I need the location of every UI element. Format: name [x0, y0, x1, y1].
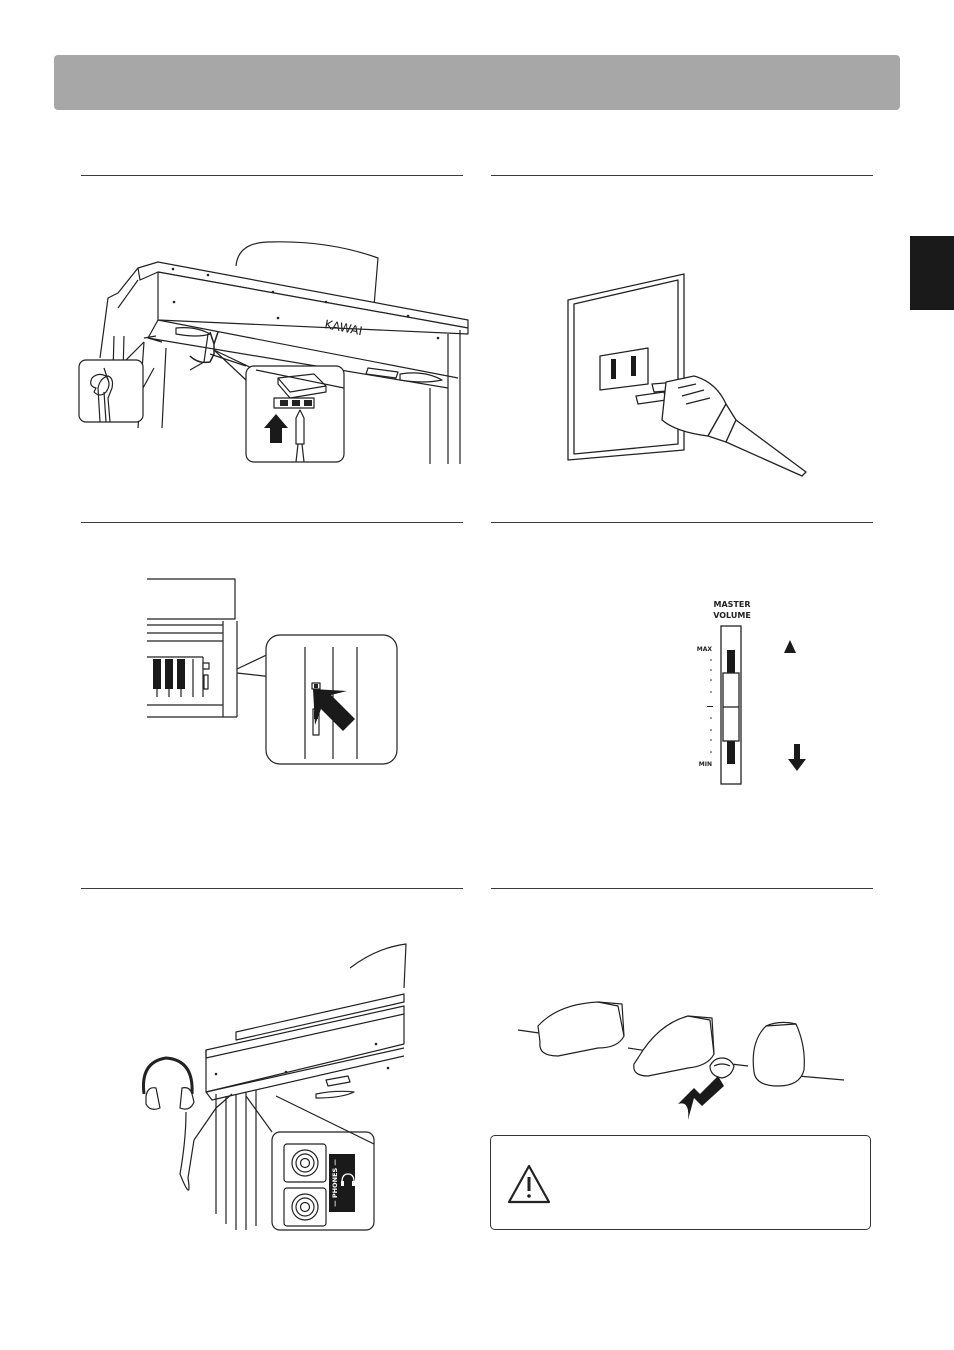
- master-volume-illustration: MASTER VOLUME MAX MIN: [697, 600, 806, 785]
- power-cable-illustration: KAWAI: [78, 241, 469, 464]
- up-arrow-icon: [784, 640, 796, 667]
- page-header-bar: [54, 55, 900, 110]
- section-rule-headphones: [81, 888, 463, 889]
- pedal-adjuster-illustration: [517, 1001, 845, 1120]
- headphone-icon: [141, 1056, 233, 1191]
- section-rule-power-button: [81, 522, 463, 523]
- push-arrow-icon: [313, 689, 355, 731]
- section-rule-volume: [491, 522, 873, 523]
- master-volume-label-line1: MASTER: [714, 600, 751, 609]
- volume-min-label: MIN: [699, 761, 712, 768]
- wall-outlet-illustration: [567, 273, 807, 477]
- down-arrow-icon: [788, 744, 806, 771]
- language-side-tab: [910, 236, 954, 310]
- volume-max-label: MAX: [697, 646, 713, 653]
- section-rule-power-outlet: [491, 175, 873, 176]
- push-arrow-icon: [678, 1076, 724, 1120]
- master-volume-label-line2: VOLUME: [713, 611, 751, 620]
- phones-label: — PHONES —: [331, 1159, 339, 1207]
- power-button-illustration: [147, 578, 398, 765]
- up-arrow-icon: [264, 414, 288, 443]
- warning-icon: [507, 1164, 551, 1204]
- volume-scale-ticks: [707, 659, 713, 753]
- volume-slider-knob[interactable]: [722, 672, 740, 742]
- section-rule-pedal-adjuster: [491, 888, 873, 889]
- headphones-illustration: — PHONES —: [141, 943, 407, 1231]
- caution-box: [490, 1135, 871, 1230]
- section-rule-power-cable: [81, 175, 463, 176]
- pedal-adjuster-knob[interactable]: [709, 1057, 735, 1079]
